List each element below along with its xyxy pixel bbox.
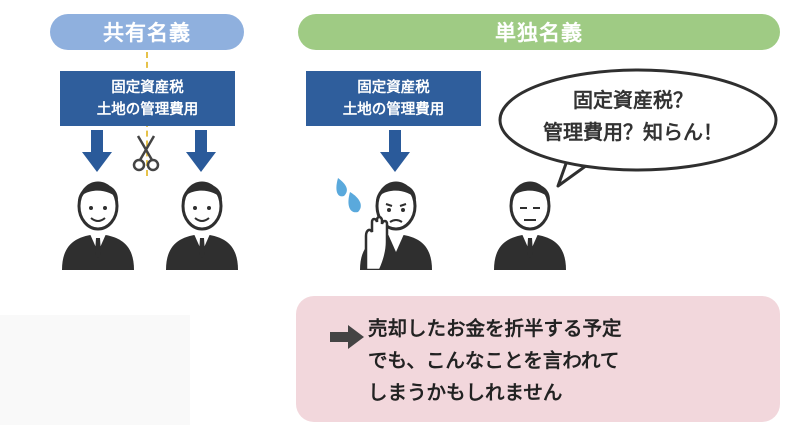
sole-ownership-header: 単独名義 [298, 14, 780, 50]
shared-ownership-header: 共有名義 [50, 14, 244, 50]
note-box [296, 296, 780, 422]
down-arrow-icon [82, 130, 112, 172]
tax-box-left: 固定資産税 土地の管理費用 [60, 71, 235, 126]
person-icon [166, 181, 238, 270]
dismissive-person-icon [494, 181, 566, 270]
shared-ownership-title: 共有名義 [103, 21, 191, 45]
speech-bubble-line-2: 管理費用？知らん！ [543, 120, 723, 144]
tax-box-left-line-1: 固定資産税 [111, 79, 184, 96]
person-icon [62, 181, 134, 270]
speech-bubble-line-1: 固定資産税？ [573, 88, 693, 112]
tax-box-right: 固定資産税 土地の管理費用 [306, 71, 481, 126]
faint-background-patch [0, 315, 190, 425]
tax-box-right-line-2: 土地の管理費用 [342, 101, 445, 118]
speech-bubble-text: 固定資産税？ 管理費用？知らん！ [522, 84, 744, 148]
sole-ownership-title: 単独名義 [495, 21, 583, 45]
speech-bubble [498, 68, 778, 188]
note-line-3: しまうかもしれません [368, 381, 563, 404]
note-line-2: でも、こんなことを言われて [368, 349, 620, 372]
worried-person-icon [360, 181, 432, 270]
right-arrow-icon [330, 325, 364, 349]
tax-box-right-line-1: 固定資産税 [357, 79, 430, 96]
down-arrow-icon [380, 130, 410, 172]
note-text: 売却したお金を折半する予定 でも、こんなことを言われて しまうかもしれません [368, 313, 622, 409]
tax-box-left-line-2: 土地の管理費用 [96, 101, 199, 118]
scissors-icon [132, 135, 160, 172]
sweat-drops-icon [336, 178, 361, 213]
down-arrow-icon [186, 130, 216, 172]
note-line-1: 売却したお金を折半する予定 [368, 317, 622, 340]
